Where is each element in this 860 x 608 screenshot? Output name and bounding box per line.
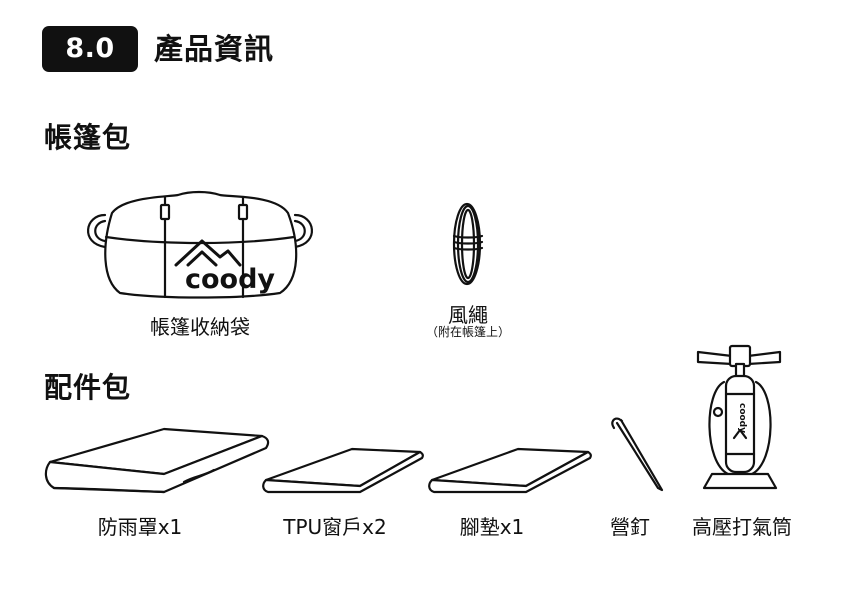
section-number-badge: 8.0 [42,26,138,72]
tent-stake-label: 營釘 [610,515,650,539]
tpu-window-icon [262,447,424,494]
storage-bag-icon: coody [87,190,313,299]
guy-rope-icon [452,202,484,286]
rain-cover-icon [44,427,270,494]
guy-rope-note: （附在帳篷上） [425,325,510,339]
guy-rope-label: 風繩 [448,303,488,327]
air-pump-label: 高壓打氣筒 [692,515,792,539]
air-pump-icon: coody [696,344,782,490]
tpu-window-label: TPU窗戶x2 [283,515,387,539]
rain-cover-label: 防雨罩x1 [97,515,183,539]
footprint-mat-label: 腳墊x1 [459,515,525,539]
tent-bag-section-title: 帳篷包 [44,121,132,154]
bag-brand-logo: coody [185,264,275,295]
storage-bag-label: 帳篷收納袋 [150,315,250,339]
page-title: 產品資訊 [154,32,275,66]
accessory-bag-section-title: 配件包 [44,371,132,404]
footprint-mat-icon [428,447,592,494]
tent-stake-icon [611,417,664,492]
pump-brand-logo: coody [737,403,747,433]
